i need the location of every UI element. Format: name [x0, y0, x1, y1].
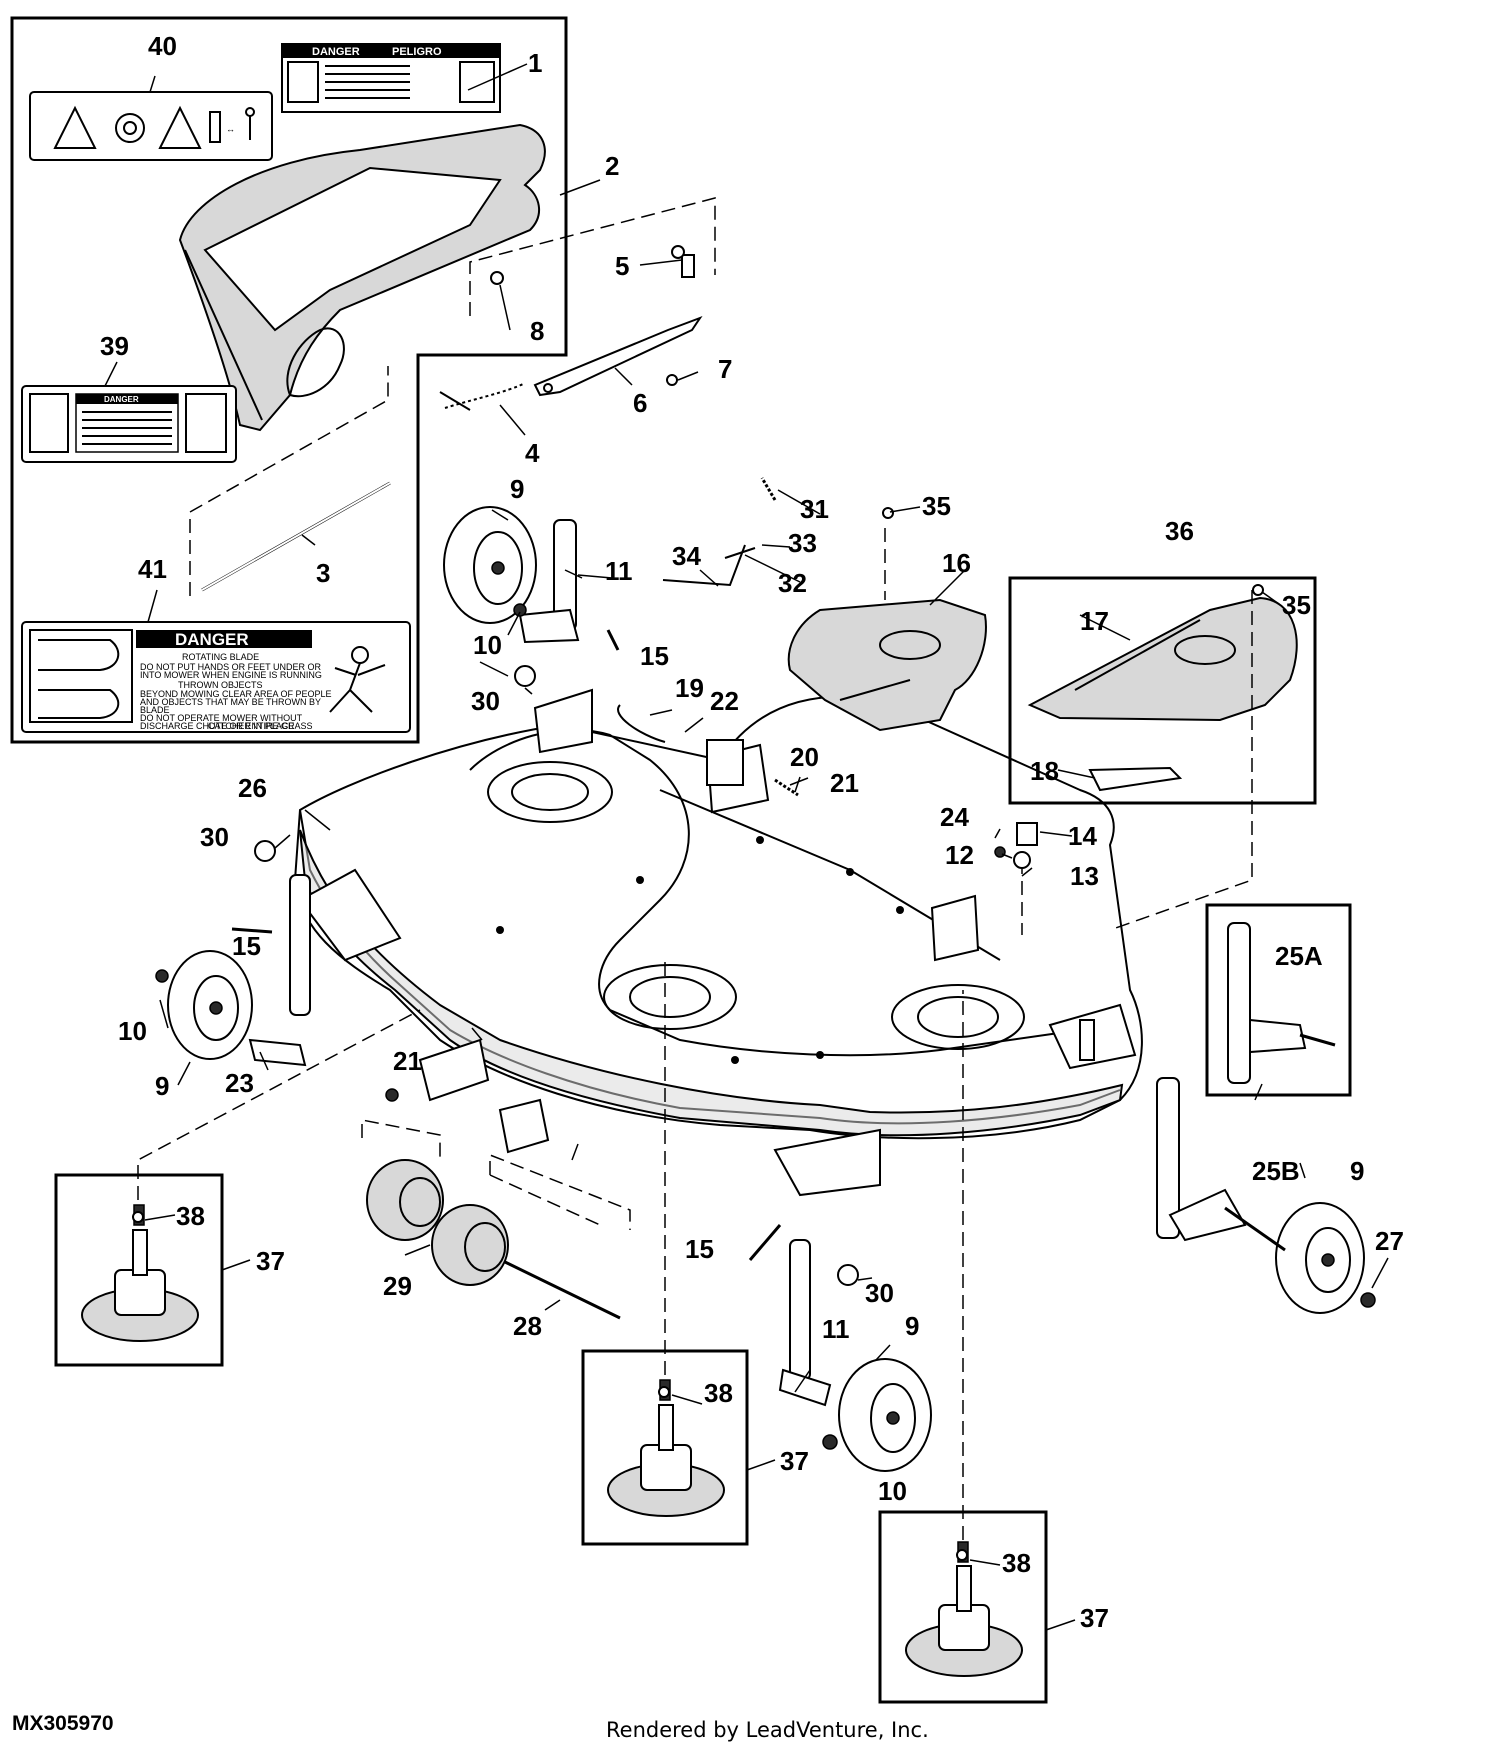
- callout-15c[interactable]: 15: [685, 1234, 714, 1264]
- discharge-chute: [178, 123, 546, 432]
- callout-21b[interactable]: 21: [393, 1046, 422, 1076]
- callout-5[interactable]: 5: [615, 251, 629, 281]
- callout-18[interactable]: 18: [1030, 756, 1059, 786]
- decal-41-head: DANGER: [175, 630, 249, 649]
- callout-11b[interactable]: 11: [822, 1314, 850, 1344]
- callout-20[interactable]: 20: [790, 742, 819, 772]
- chute-inset-frame: [10, 16, 568, 744]
- caster-wheels: [167, 506, 1365, 1472]
- callout-6[interactable]: 6: [633, 388, 647, 418]
- callout-12[interactable]: 12: [945, 840, 974, 870]
- callout-10c[interactable]: 10: [878, 1476, 907, 1506]
- callout-30c[interactable]: 30: [865, 1278, 894, 1308]
- decal-41-text: DISCHARGE CHUTE OR ENTIRE GRASS: [140, 721, 313, 731]
- decal-41: DANGER ROTATING BLADE DO NOT PUT HANDS O…: [21, 621, 411, 733]
- caster-inset-25a: [1205, 903, 1352, 1097]
- callout-32[interactable]: 32: [778, 568, 807, 598]
- callout-38b[interactable]: 38: [704, 1378, 733, 1408]
- callout-15a[interactable]: 15: [640, 641, 669, 671]
- belt-cover: [787, 598, 987, 732]
- leader-spindle-left: [137, 1009, 421, 1200]
- callout-34[interactable]: 34: [672, 541, 701, 571]
- callout-16[interactable]: 16: [942, 548, 971, 578]
- callout-37b[interactable]: 37: [780, 1446, 809, 1476]
- decal-1-head-peligro: PELIGRO: [392, 46, 442, 58]
- callout-10a[interactable]: 10: [473, 630, 502, 660]
- deck-brackets: [298, 688, 1137, 1197]
- render-credit: Rendered by LeadVenture, Inc.: [606, 1718, 929, 1742]
- spindle-inset-right: [878, 1510, 1048, 1704]
- callout-9a[interactable]: 9: [510, 474, 524, 504]
- callout-9d[interactable]: 9: [1350, 1156, 1364, 1186]
- decal-41-text: AND OBJECTS THAT MAY BE THROWN BY: [140, 697, 321, 707]
- callout-22[interactable]: 22: [710, 686, 739, 716]
- callout-38a[interactable]: 38: [176, 1201, 205, 1231]
- spindle-inset-left: [54, 1173, 224, 1367]
- callout-1[interactable]: 1: [528, 48, 542, 78]
- decal-1: DANGER PELIGRO: [281, 43, 501, 113]
- decal-1-head-danger: DANGER: [312, 46, 360, 58]
- decal-41-text: BEYOND MOWING CLEAR AREA OF PEOPLE: [140, 689, 332, 699]
- leader-35b: [1109, 590, 1253, 931]
- callout-25A[interactable]: 25A: [1275, 941, 1323, 971]
- callout-24[interactable]: 24: [940, 802, 969, 832]
- callout-31[interactable]: 31: [800, 494, 829, 524]
- diagram-id: MX305970: [12, 1712, 114, 1735]
- callout-9b[interactable]: 9: [155, 1071, 169, 1101]
- decal-41-text: INTO MOWER WHEN ENGINE IS RUNNING: [140, 670, 322, 680]
- decal-41-text: DO NOT OPERATE MOWER WITHOUT: [140, 713, 303, 723]
- decal-41-text: DO NOT PUT HANDS OR FEET UNDER OR: [140, 662, 322, 672]
- callout-9c[interactable]: 9: [905, 1311, 919, 1341]
- decal-41-text: ROTATING BLADE: [182, 652, 259, 662]
- callout-labels: 1 2 3 4 5 6 7 8 9 9 9 9 10 10 10 11 11 1…: [100, 31, 1404, 1633]
- chute-hardware: [439, 197, 716, 411]
- callout-36[interactable]: 36: [1165, 516, 1194, 546]
- callout-30a[interactable]: 30: [471, 686, 500, 716]
- callout-17[interactable]: 17: [1080, 606, 1109, 636]
- callout-27[interactable]: 27: [1375, 1226, 1404, 1256]
- decal-41-text: CATCHER IN PLACE: [208, 721, 294, 731]
- callout-10b[interactable]: 10: [118, 1016, 147, 1046]
- anti-scalp-rollers: [361, 1119, 631, 1320]
- callout-15b[interactable]: 15: [232, 931, 261, 961]
- callout-25B[interactable]: 25B: [1252, 1156, 1300, 1186]
- callout-11a[interactable]: 11: [605, 556, 633, 586]
- callout-7[interactable]: 7: [718, 354, 732, 384]
- callout-40[interactable]: 40: [148, 31, 177, 61]
- callout-4[interactable]: 4: [525, 438, 540, 468]
- callout-28[interactable]: 28: [513, 1311, 542, 1341]
- callout-37a[interactable]: 37: [256, 1246, 285, 1276]
- callout-13[interactable]: 13: [1070, 861, 1099, 891]
- caster-arms: [248, 519, 1286, 1407]
- hardware: [132, 477, 1376, 1561]
- svg-text:↔: ↔: [226, 124, 235, 134]
- callout-19[interactable]: 19: [675, 673, 704, 703]
- decal-40: ↔: [29, 91, 273, 161]
- callout-35b[interactable]: 35: [1282, 590, 1311, 620]
- callout-29[interactable]: 29: [383, 1271, 412, 1301]
- callout-21a[interactable]: 21: [830, 768, 859, 798]
- pivot-rod: [189, 366, 391, 596]
- cover-inset-36: [1008, 576, 1317, 805]
- decal-41-text: THROWN OBJECTS: [178, 680, 263, 690]
- callout-14[interactable]: 14: [1068, 821, 1097, 851]
- callout-2[interactable]: 2: [605, 151, 619, 181]
- callout-35a[interactable]: 35: [922, 491, 951, 521]
- spindle-inset-center: [581, 1349, 749, 1546]
- callout-26[interactable]: 26: [238, 773, 267, 803]
- decal-41-text: BLADE: [140, 705, 170, 715]
- callout-33[interactable]: 33: [788, 528, 817, 558]
- callout-38c[interactable]: 38: [1002, 1548, 1031, 1578]
- leader-lines: [104, 63, 1389, 1631]
- callout-39[interactable]: 39: [100, 331, 129, 361]
- decal-39: DANGER: [21, 385, 237, 463]
- callout-23[interactable]: 23: [225, 1068, 254, 1098]
- callout-3[interactable]: 3: [316, 558, 330, 588]
- callout-8[interactable]: 8: [530, 316, 544, 346]
- callout-37c[interactable]: 37: [1080, 1603, 1109, 1633]
- decal-39-head: DANGER: [104, 395, 139, 404]
- callout-30b[interactable]: 30: [200, 822, 229, 852]
- callout-41[interactable]: 41: [138, 554, 167, 584]
